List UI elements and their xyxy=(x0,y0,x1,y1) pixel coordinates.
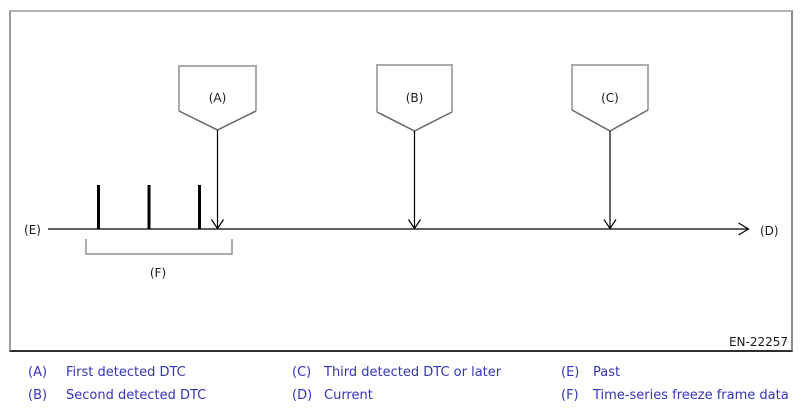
legend-item-b: (B) Second detected DTC xyxy=(28,388,206,403)
legend-key: (A) xyxy=(28,365,48,380)
legend-text: First detected DTC xyxy=(66,365,186,380)
legend-item-f: (F) Time-series freeze frame data xyxy=(561,388,789,403)
legend-item-c: (C) Third detected DTC or later xyxy=(292,365,501,380)
marker-label-a: (A) xyxy=(209,91,227,105)
legend-key: (D) xyxy=(292,388,313,403)
axis-label-past: (E) xyxy=(24,223,41,237)
marker-label-b: (B) xyxy=(406,91,424,105)
marker-flag-c: (C) xyxy=(571,64,649,230)
marker-flag-a: (A) xyxy=(178,65,257,230)
bracket-label: (F) xyxy=(150,266,166,280)
legend-key: (F) xyxy=(561,388,579,403)
legend-item-e: (E) Past xyxy=(561,365,620,380)
timeline-axis xyxy=(48,222,750,236)
legend-key: (B) xyxy=(28,388,48,403)
legend-key: (C) xyxy=(292,365,312,380)
diagram-frame xyxy=(9,10,793,352)
legend-item-d: (D) Current xyxy=(292,388,373,403)
freeze-frame-bracket xyxy=(85,239,233,255)
legend-item-a: (A) First detected DTC xyxy=(28,365,186,380)
right-arrow-icon xyxy=(738,222,750,236)
freeze-frame-ticks xyxy=(97,185,201,229)
axis-label-current: (D) xyxy=(760,224,779,238)
marker-label-c: (C) xyxy=(601,91,619,105)
legend-text: Second detected DTC xyxy=(66,388,207,403)
legend-text: Third detected DTC or later xyxy=(324,365,502,380)
legend-text: Current xyxy=(324,388,373,403)
figure-code: EN-22257 xyxy=(729,335,788,349)
legend-text: Time-series freeze frame data xyxy=(593,388,789,403)
legend-key: (E) xyxy=(561,365,580,380)
legend-text: Past xyxy=(593,365,621,380)
